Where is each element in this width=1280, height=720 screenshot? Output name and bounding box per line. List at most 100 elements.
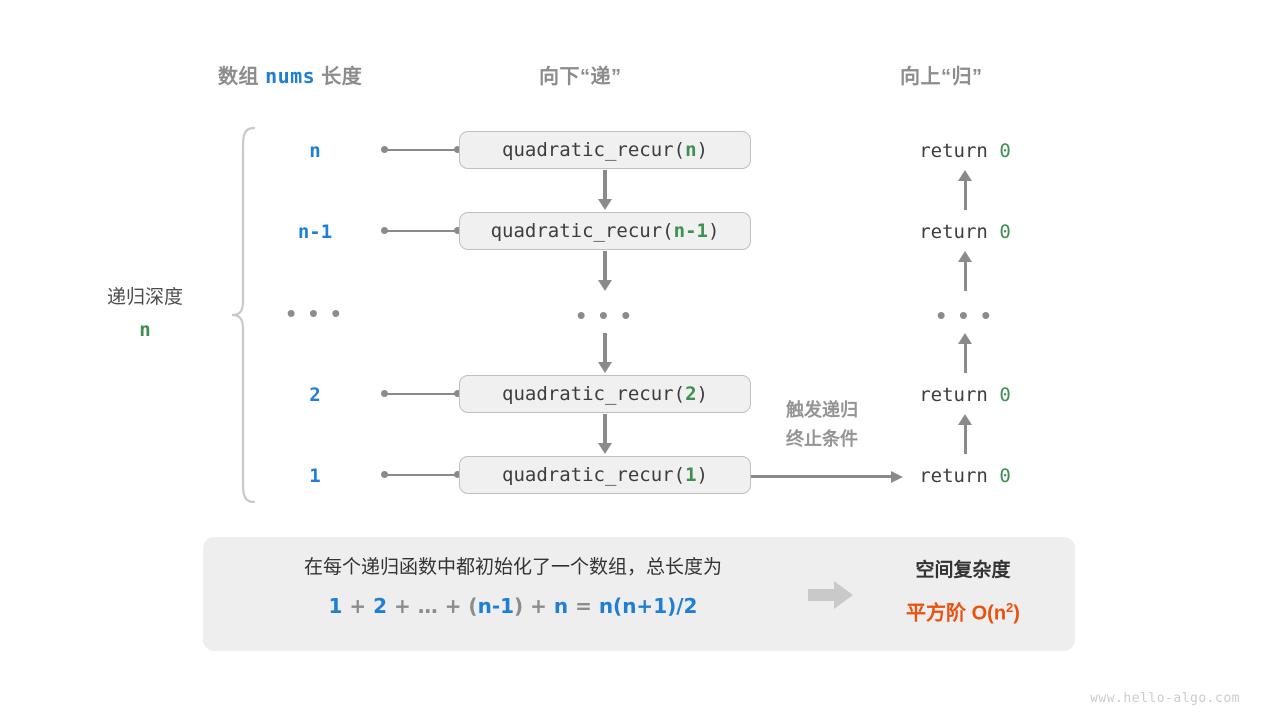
- return-keyword: return: [919, 465, 1000, 487]
- arrow-head: [598, 199, 612, 210]
- arrow-shaft: [603, 414, 607, 443]
- connector-dot-right: [454, 390, 461, 397]
- ascend-arrow-4-to-dots: [958, 333, 972, 373]
- return-value: 0: [999, 465, 1011, 487]
- return-value: 0: [999, 140, 1011, 162]
- arrow-shaft: [963, 343, 967, 373]
- termination-note-line-2: 终止条件: [786, 429, 858, 449]
- connector-dot-right: [454, 146, 461, 153]
- summary-description: 在每个递归函数中都初始化了一个数组，总长度为: [303, 557, 722, 578]
- return-row-1: return 0: [875, 140, 1055, 162]
- complexity-close-paren: ): [1013, 602, 1020, 625]
- descend-arrow-dots-to-4: [598, 333, 612, 373]
- arrow-shaft: [963, 261, 967, 291]
- return-row-4: return 0: [875, 384, 1055, 406]
- connector-line: [384, 393, 458, 395]
- call-name: quadratic_recur(: [502, 464, 686, 486]
- arrow-shaft: [603, 170, 607, 199]
- call-close-paren: ): [696, 383, 708, 405]
- call-name: quadratic_recur(: [490, 220, 674, 242]
- arrow-head: [598, 443, 612, 454]
- summary-left-block: 在每个递归函数中都初始化了一个数组，总长度为 1 + 2 + … + (n-1)…: [233, 551, 793, 621]
- complexity-order-label: 平方阶: [906, 602, 972, 625]
- descend-arrow-2-to-dots: [598, 251, 612, 291]
- depth-brace: [228, 126, 258, 504]
- arrow-shaft: [963, 424, 967, 454]
- formula-token-1: +: [342, 594, 374, 618]
- return-keyword: return: [919, 140, 1000, 162]
- header-array-prefix: 数组: [218, 66, 266, 88]
- termination-note-line-1: 触发递归: [786, 400, 858, 420]
- connector-dot-right: [454, 471, 461, 478]
- connector-dot-right: [454, 227, 461, 234]
- arrow-head: [958, 414, 972, 425]
- connector-line: [384, 149, 458, 151]
- call-box-row-1[interactable]: quadratic_recur(n): [459, 131, 751, 169]
- column-header-ascend: 向上“归”: [900, 66, 983, 88]
- return-ellipsis: • • •: [936, 300, 994, 330]
- call-box-row-2[interactable]: quadratic_recur(n-1): [459, 212, 751, 250]
- arrow-head: [958, 170, 972, 181]
- ascend-arrow-2-to-1: [958, 170, 972, 210]
- arrow-shaft: [963, 180, 967, 210]
- arrow-shaft: [603, 333, 607, 362]
- formula-token-0: 1: [328, 594, 343, 618]
- summary-formula: 1 + 2 + … + (n-1) + n = n(n+1)/2: [233, 591, 793, 621]
- call-close-paren: ): [707, 220, 720, 242]
- summary-right-block: 空间复杂度 平方阶 O(n2): [863, 555, 1063, 629]
- ascend-arrow-5-to-4: [958, 414, 972, 454]
- return-row-5: return 0: [875, 465, 1055, 487]
- arrow-shaft: [603, 251, 607, 280]
- call-arg: n-1: [673, 220, 708, 242]
- connector-line: [384, 474, 458, 476]
- header-array-suffix: 长度: [315, 66, 363, 88]
- formula-token-2: 2: [373, 594, 388, 618]
- arrow-head: [958, 251, 972, 262]
- complexity-exponent: 2: [1006, 600, 1014, 615]
- summary-arrow-icon: [808, 581, 854, 609]
- formula-token-6: n: [553, 594, 569, 618]
- arrow-shaft: [751, 475, 891, 478]
- array-length-row-1: n: [309, 140, 321, 162]
- formula-token-3: + … + (: [387, 594, 478, 618]
- return-keyword: return: [919, 384, 1000, 406]
- array-length-ellipsis: • • •: [286, 298, 344, 328]
- call-arg: 1: [685, 464, 697, 486]
- call-box-row-4[interactable]: quadratic_recur(2): [459, 375, 751, 413]
- formula-token-4: n-1: [477, 594, 515, 618]
- recursion-depth-text: 递归深度: [106, 287, 183, 308]
- return-value: 0: [999, 221, 1011, 243]
- descend-arrow-1-to-2: [598, 170, 612, 210]
- call-close-paren: ): [696, 464, 708, 486]
- return-value: 0: [999, 384, 1011, 406]
- termination-condition-note: 触发递归 终止条件: [757, 396, 887, 454]
- formula-token-5: ) +: [514, 594, 554, 618]
- call-close-paren: ): [696, 139, 708, 161]
- arrow-head: [958, 333, 972, 344]
- call-name: quadratic_recur(: [502, 139, 686, 161]
- complexity-title: 空间复杂度: [915, 560, 1011, 581]
- summary-panel: 在每个递归函数中都初始化了一个数组，总长度为 1 + 2 + … + (n-1)…: [203, 537, 1075, 651]
- arrow-head: [598, 362, 612, 373]
- call-box-row-5[interactable]: quadratic_recur(1): [459, 456, 751, 494]
- watermark: www.hello-algo.com: [1090, 691, 1240, 706]
- arrow-head: [891, 471, 903, 483]
- complexity-value: 平方阶 O(n2): [863, 593, 1063, 629]
- call-arg: n: [685, 139, 697, 161]
- return-row-2: return 0: [875, 221, 1055, 243]
- complexity-bigo: O(n: [971, 602, 1007, 625]
- column-header-descend: 向下“递”: [539, 66, 622, 88]
- arrow-head: [598, 280, 612, 291]
- descend-arrow-4-to-5: [598, 414, 612, 454]
- return-keyword: return: [919, 221, 1000, 243]
- recursion-depth-label: 递归深度 n: [70, 281, 220, 347]
- call-arg: 2: [685, 383, 697, 405]
- header-array-variable: nums: [265, 64, 316, 88]
- ascend-arrow-dots-to-2: [958, 251, 972, 291]
- call-stack-ellipsis: • • •: [576, 300, 634, 330]
- array-length-row-5: 1: [309, 465, 321, 487]
- formula-token-7: =: [568, 594, 599, 618]
- base-case-return-arrow: [751, 471, 903, 483]
- connector-line: [384, 230, 458, 232]
